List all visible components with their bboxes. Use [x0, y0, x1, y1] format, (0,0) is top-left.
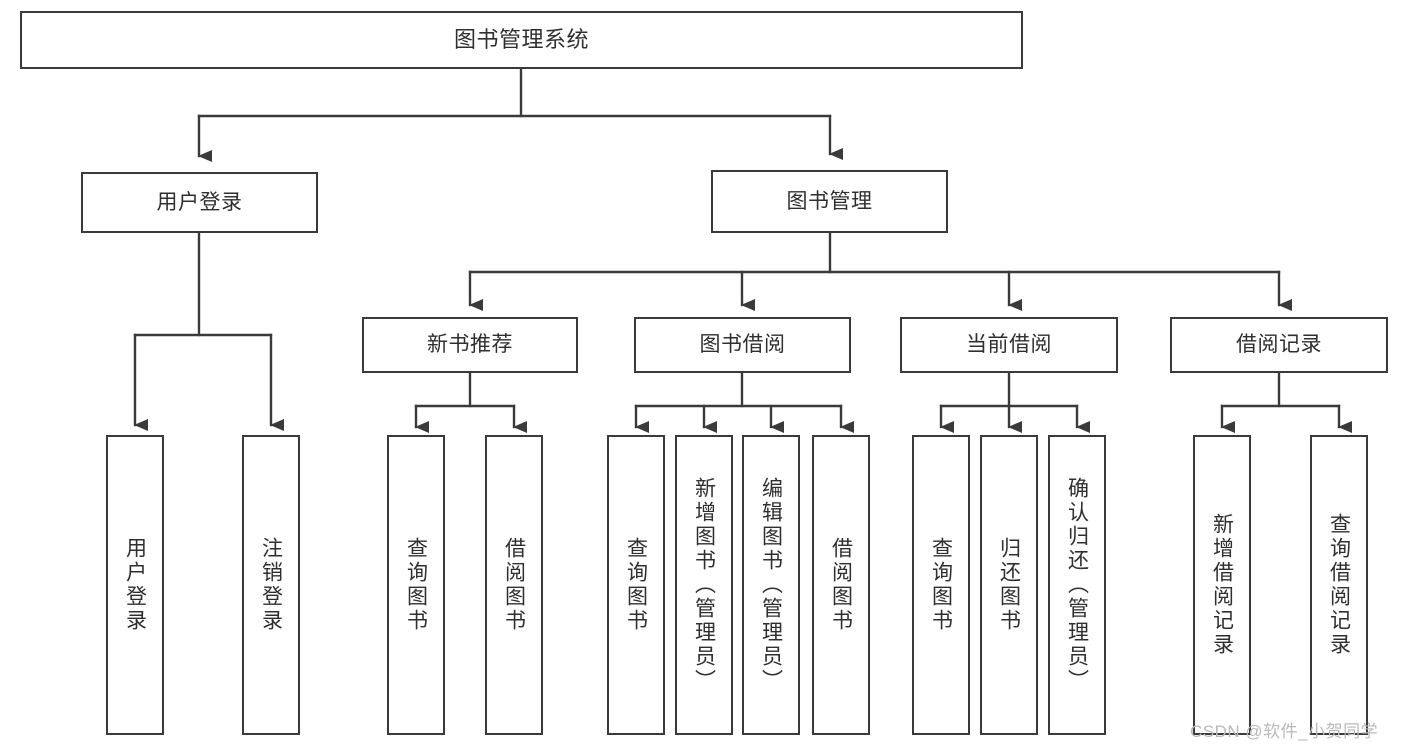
node-root-label: 图书管理系统	[453, 26, 589, 52]
node-leaf-add-borrow-record[interactable]: 新增借阅记录	[1193, 435, 1251, 735]
node-leaf-query-borrow-record[interactable]: 查询借阅记录	[1310, 435, 1368, 735]
node-book-borrow-label: 图书借阅	[699, 333, 786, 357]
node-new-book-recommend-label: 新书推荐	[427, 333, 513, 357]
node-leaf-edit-book-admin-label: 编辑图书（管理员）	[759, 477, 783, 693]
node-leaf-logout-label: 注销登录	[259, 537, 283, 633]
node-root[interactable]: 图书管理系统	[20, 11, 1023, 69]
node-borrow-record[interactable]: 借阅记录	[1170, 317, 1388, 373]
node-leaf-add-borrow-record-label: 新增借阅记录	[1210, 513, 1234, 657]
node-book-borrow[interactable]: 图书借阅	[634, 317, 851, 373]
node-leaf-return-book-label: 归还图书	[997, 537, 1021, 633]
node-leaf-user-login[interactable]: 用户登录	[106, 435, 164, 735]
node-current-borrow-label: 当前借阅	[966, 333, 1052, 357]
node-borrow-record-label: 借阅记录	[1236, 333, 1322, 357]
node-leaf-add-book-admin[interactable]: 新增图书（管理员）	[675, 435, 733, 735]
node-leaf-current-query-book[interactable]: 查询图书	[912, 435, 970, 735]
node-current-borrow[interactable]: 当前借阅	[900, 317, 1118, 373]
node-leaf-add-book-admin-label: 新增图书（管理员）	[692, 477, 716, 693]
node-leaf-borrow-book-label: 借阅图书	[829, 537, 853, 633]
node-book-management[interactable]: 图书管理	[711, 170, 948, 233]
node-leaf-recommend-query-book[interactable]: 查询图书	[387, 435, 445, 735]
node-user-login[interactable]: 用户登录	[81, 172, 318, 233]
node-leaf-recommend-borrow-book[interactable]: 借阅图书	[485, 435, 543, 735]
node-leaf-confirm-return-admin[interactable]: 确认归还（管理员）	[1048, 435, 1106, 735]
node-new-book-recommend[interactable]: 新书推荐	[362, 317, 578, 373]
node-leaf-borrow-query-book-label: 查询图书	[624, 537, 648, 633]
node-leaf-borrow-book[interactable]: 借阅图书	[812, 435, 870, 735]
node-book-management-label: 图书管理	[786, 189, 873, 213]
node-leaf-return-book[interactable]: 归还图书	[980, 435, 1038, 735]
node-leaf-confirm-return-admin-label: 确认归还（管理员）	[1065, 477, 1089, 693]
node-user-login-label: 用户登录	[156, 190, 243, 214]
node-leaf-user-login-label: 用户登录	[123, 537, 147, 633]
node-leaf-current-query-book-label: 查询图书	[929, 537, 953, 633]
node-leaf-recommend-borrow-book-label: 借阅图书	[502, 537, 526, 633]
csdn-watermark: CSDN @软件_小贺同学	[1190, 722, 1379, 741]
node-leaf-query-borrow-record-label: 查询借阅记录	[1327, 513, 1351, 657]
node-leaf-edit-book-admin[interactable]: 编辑图书（管理员）	[742, 435, 800, 735]
node-leaf-logout[interactable]: 注销登录	[242, 435, 300, 735]
node-leaf-recommend-query-book-label: 查询图书	[404, 537, 428, 633]
node-leaf-borrow-query-book[interactable]: 查询图书	[607, 435, 665, 735]
